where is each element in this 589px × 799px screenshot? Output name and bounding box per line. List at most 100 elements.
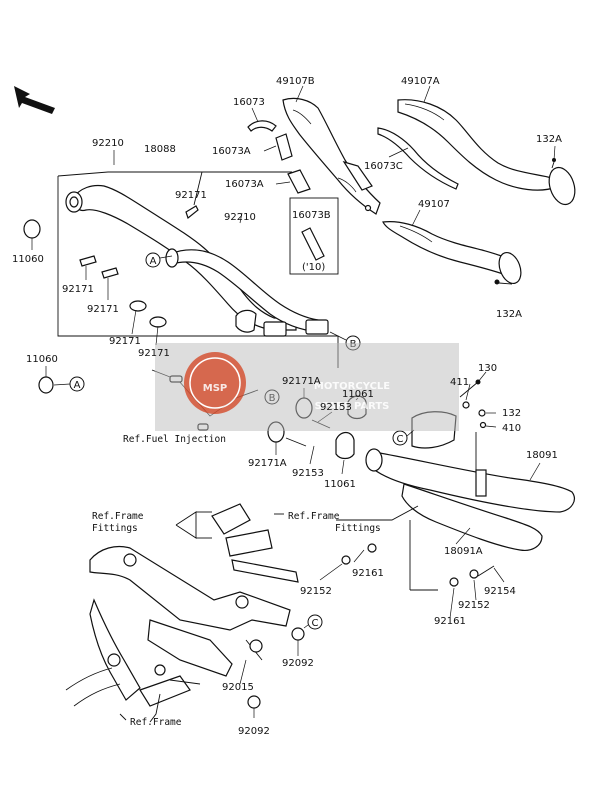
watermark-line1: MOTORCYCLE [314, 381, 390, 392]
insulator-16073a-lower [287, 169, 311, 194]
label-92171-a: 92171 [175, 190, 207, 201]
label-92210-2: 92210 [224, 212, 256, 223]
insulator-16073b [289, 197, 339, 275]
washer-92152-right [469, 569, 479, 579]
label-49107a: 49107A [401, 76, 440, 87]
label-92161-1: 92161 [352, 568, 384, 579]
callout-a-upper: A [145, 252, 173, 268]
label-11060-1: 11060 [12, 254, 44, 265]
label-92154: 92154 [484, 586, 516, 597]
label-132a-1: 132A [536, 134, 562, 145]
ref-frame-fittings-right-1: Ref.Frame [288, 511, 340, 522]
stud-92171-upper [185, 205, 199, 220]
frame-fittings-bracket [211, 503, 299, 583]
reference-labels: Ref.Fuel Injection Ref.Frame Fittings Re… [92, 434, 381, 728]
frame-structure [65, 545, 291, 723]
bolt-132a-lower [494, 279, 513, 285]
insulator-16073c [377, 127, 459, 190]
label-49107b: 49107B [276, 76, 315, 87]
label-18091a: 18091A [444, 546, 483, 557]
label-410: 410 [502, 423, 521, 434]
label-92092-2: 92092 [238, 726, 270, 737]
label-92015: 92015 [222, 682, 254, 693]
ref-frame-fittings-right-2: Fittings [335, 523, 381, 534]
ref-frame-fittings-left-1: Ref.Frame [92, 511, 144, 522]
label-92152-1: 92152 [300, 586, 332, 597]
callout-a-lower: A [53, 376, 85, 392]
label-18091: 18091 [526, 450, 558, 461]
svg-text:C: C [397, 434, 404, 445]
label-11061-1: 11061 [342, 389, 374, 400]
bolt-132 [478, 409, 486, 417]
collar-11061-upper [347, 395, 367, 420]
bolt-92154 [477, 565, 495, 577]
label-92092-1: 92092 [282, 658, 314, 669]
label-18088: 18088 [144, 144, 176, 155]
svg-text:A: A [74, 380, 81, 391]
gasket-11060-lower [38, 376, 54, 394]
heat-guard-49107a [397, 99, 576, 206]
exhaust-pipe-18088 [65, 184, 329, 337]
nut-92092-upper [291, 627, 305, 641]
label-11061-2: 11061 [324, 479, 356, 490]
leader-lines [31, 85, 556, 718]
callout-c-lower: C [303, 614, 323, 630]
label-132a-2: 132A [496, 309, 522, 320]
washer-410 [479, 421, 487, 429]
front-direction-arrow-icon [14, 86, 55, 114]
label-92171-d: 92171 [109, 336, 141, 347]
label-16073b-note: ('10) [302, 262, 325, 273]
label-130: 130 [478, 363, 497, 374]
label-92171a-1: 92171A [282, 376, 321, 387]
watermark-logo: MSP [184, 352, 246, 414]
label-16073b: 16073B [292, 210, 331, 221]
svg-text:MSP: MSP [203, 383, 227, 394]
muffler-bracket [411, 411, 487, 497]
washer-92152-left [341, 555, 351, 565]
label-92152-2: 92152 [458, 600, 490, 611]
ref-frame-fittings-left-2: Fittings [92, 523, 138, 534]
ref-frame-bottom: Ref.Frame [130, 717, 182, 728]
label-411: 411 [450, 377, 469, 388]
label-92171a-2: 92171A [248, 458, 287, 469]
label-92153-1: 92153 [320, 402, 352, 413]
label-92161-2: 92161 [434, 616, 466, 627]
label-11060-2: 11060 [26, 354, 58, 365]
label-16073c: 16073C [364, 161, 403, 172]
callout-b-lower: B [264, 389, 280, 405]
bolt-92153-lower [285, 437, 307, 447]
label-92210-1: 92210 [92, 138, 124, 149]
nut-92092-lower [247, 695, 261, 709]
part-labels: 49107B 49107A 16073 16073A 16073A 16073B… [12, 76, 562, 737]
svg-text:B: B [269, 393, 276, 404]
watermark-line2: SPARE PARTS [315, 401, 390, 412]
label-16073a-1: 16073A [212, 146, 251, 157]
label-92171-b: 92171 [62, 284, 94, 295]
bolt-92153-upper [311, 419, 331, 429]
heat-guard-49107b [282, 97, 381, 215]
heat-guard-49107 [382, 221, 522, 285]
svg-text:C: C [312, 618, 319, 629]
muffler-18091 [365, 448, 575, 513]
nut-92161-right [449, 577, 459, 587]
clamp-pad-16073 [247, 120, 277, 132]
watermark: MSP MOTORCYCLE SPARE PARTS [155, 343, 459, 431]
label-132: 132 [502, 408, 521, 419]
nut-411 [462, 401, 470, 409]
label-16073a-2: 16073A [225, 179, 264, 190]
label-92171-c: 92171 [87, 304, 119, 315]
nut-92161-left [367, 543, 377, 553]
label-16073: 16073 [233, 97, 265, 108]
svg-text:A: A [150, 256, 157, 267]
gasket-11060-upper [23, 219, 41, 239]
svg-text:B: B [350, 339, 357, 350]
label-49107: 49107 [418, 199, 450, 210]
callout-b-upper: B [329, 331, 361, 351]
muffler-18091a [401, 483, 543, 551]
ref-fuel-injection: Ref.Fuel Injection [123, 434, 226, 445]
insulator-16073a-upper [275, 133, 293, 161]
collar-11061-lower [335, 431, 355, 460]
callout-c-upper: C [392, 429, 415, 446]
label-92171-e: 92171 [138, 348, 170, 359]
